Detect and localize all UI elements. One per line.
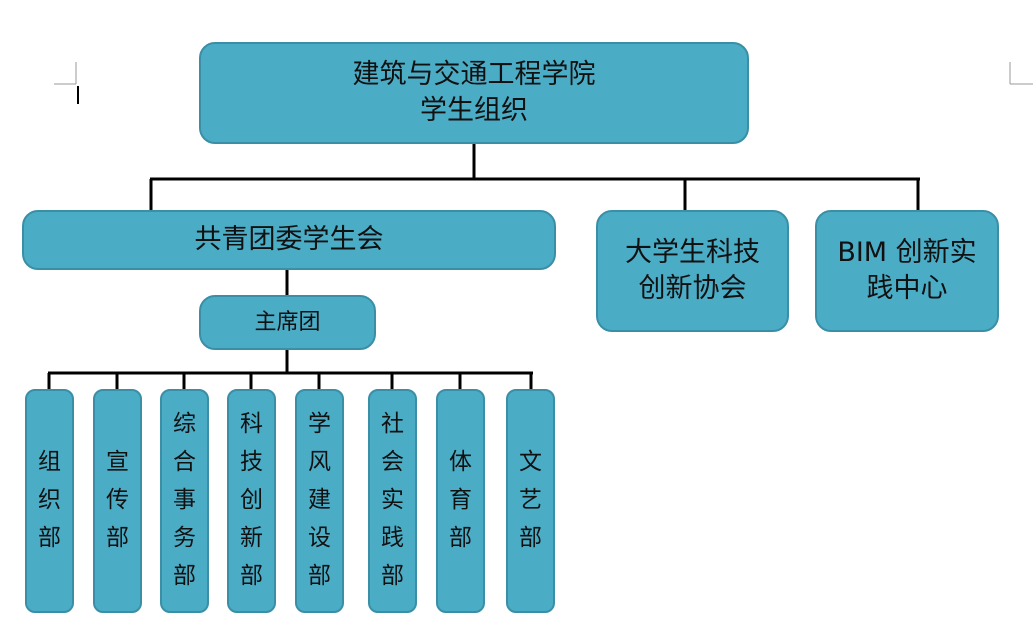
dept-char: 部 bbox=[38, 524, 61, 551]
dept-char: 部 bbox=[519, 524, 542, 551]
dept-char: 组 bbox=[38, 449, 61, 476]
dept-char: 综 bbox=[173, 411, 196, 438]
node-bim-innovation-label: BIM 创新实 践中心 bbox=[837, 236, 977, 304]
dept-char: 务 bbox=[173, 524, 196, 551]
dept-node-arts[interactable]: 文 艺 部 bbox=[506, 389, 555, 613]
dept-char: 宣 bbox=[106, 449, 129, 476]
dept-char: 育 bbox=[449, 487, 472, 514]
dept-char: 部 bbox=[381, 562, 404, 589]
dept-node-organization[interactable]: 组 织 部 bbox=[25, 389, 74, 613]
dept-node-social-practice[interactable]: 社 会 实 践 部 bbox=[368, 389, 417, 613]
node-tech-innovation-association[interactable]: 大学生科技 创新协会 bbox=[596, 210, 789, 332]
dept-node-tech-innovation[interactable]: 科 技 创 新 部 bbox=[227, 389, 276, 613]
dept-char: 部 bbox=[106, 524, 129, 551]
dept-node-study-style[interactable]: 学 风 建 设 部 bbox=[295, 389, 344, 613]
dept-char: 传 bbox=[106, 487, 129, 514]
dept-char: 技 bbox=[240, 449, 263, 476]
root-node-line1: 建筑与交通工程学院 bbox=[352, 58, 596, 90]
root-node-student-organization[interactable]: 建筑与交通工程学院 学生组织 bbox=[199, 42, 749, 144]
dept-char: 事 bbox=[173, 487, 196, 514]
dept-char: 会 bbox=[381, 449, 404, 476]
dept-char: 艺 bbox=[519, 487, 542, 514]
dept-char: 文 bbox=[519, 449, 542, 476]
dept-char: 合 bbox=[173, 449, 196, 476]
dept-char: 部 bbox=[173, 562, 196, 589]
dept-char: 新 bbox=[240, 524, 263, 551]
dept-char: 科 bbox=[240, 411, 263, 438]
node-youth-league-student-union[interactable]: 共青团委学生会 bbox=[22, 210, 556, 270]
dept-char: 创 bbox=[240, 487, 263, 514]
node-youth-league-label: 共青团委学生会 bbox=[194, 223, 384, 255]
dept-char: 实 bbox=[381, 487, 404, 514]
dept-char: 风 bbox=[308, 449, 331, 476]
page-margin-mark-left bbox=[54, 62, 79, 104]
dept-char: 践 bbox=[381, 524, 404, 551]
dept-char: 织 bbox=[38, 487, 61, 514]
dept-char: 设 bbox=[308, 524, 331, 551]
node-presidium-label: 主席团 bbox=[254, 309, 321, 335]
node-presidium[interactable]: 主席团 bbox=[199, 295, 376, 350]
dept-node-sports[interactable]: 体 育 部 bbox=[436, 389, 485, 613]
dept-node-general-affairs[interactable]: 综 合 事 务 部 bbox=[160, 389, 209, 613]
dept-char: 建 bbox=[308, 487, 331, 514]
dept-char: 社 bbox=[381, 411, 404, 438]
dept-node-publicity[interactable]: 宣 传 部 bbox=[93, 389, 142, 613]
dept-char: 部 bbox=[308, 562, 331, 589]
dept-char: 学 bbox=[308, 411, 331, 438]
dept-char: 部 bbox=[240, 562, 263, 589]
page-margin-mark-right bbox=[1009, 62, 1033, 85]
dept-char: 部 bbox=[449, 524, 472, 551]
dept-char: 体 bbox=[449, 449, 472, 476]
node-bim-innovation-center[interactable]: BIM 创新实 践中心 bbox=[815, 210, 999, 332]
root-node-line2: 学生组织 bbox=[420, 95, 528, 126]
node-tech-innovation-label: 大学生科技 创新协会 bbox=[625, 236, 760, 304]
